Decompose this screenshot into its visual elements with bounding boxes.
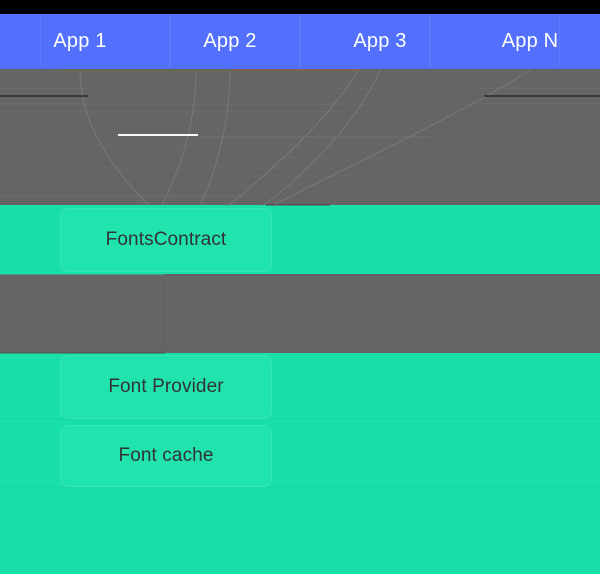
gray-band-lower (0, 274, 600, 353)
tab-app-1-label: App 1 (53, 30, 107, 52)
tab-app-2[interactable]: App 2 (150, 14, 310, 69)
tab-app-3-label: App 3 (353, 30, 407, 52)
tab-app-n[interactable]: App N (450, 14, 600, 69)
node-font-provider-label: Font Provider (108, 376, 224, 397)
gray-band-upper (0, 69, 600, 205)
top-black-bar (0, 0, 600, 14)
node-font-cache-label: Font cache (118, 445, 214, 466)
tab-ghost-4 (430, 16, 560, 67)
tab-app-2-label: App 2 (203, 30, 257, 52)
tab-ghost-1 (40, 16, 170, 67)
node-fontscontract[interactable]: FontsContract (60, 208, 272, 272)
node-font-cache[interactable]: Font cache (60, 425, 272, 487)
tab-app-n-label: App N (501, 30, 559, 52)
app-tab-bar: App 1 App 2 App 3 App N (0, 14, 600, 69)
tab-ghost-2 (170, 16, 300, 67)
tab-app-1[interactable]: App 1 (0, 14, 160, 69)
tab-app-3[interactable]: App 3 (300, 14, 460, 69)
tab-ghost-3 (300, 16, 430, 67)
node-font-provider[interactable]: Font Provider (60, 355, 272, 419)
node-fontscontract-label: FontsContract (105, 229, 227, 250)
